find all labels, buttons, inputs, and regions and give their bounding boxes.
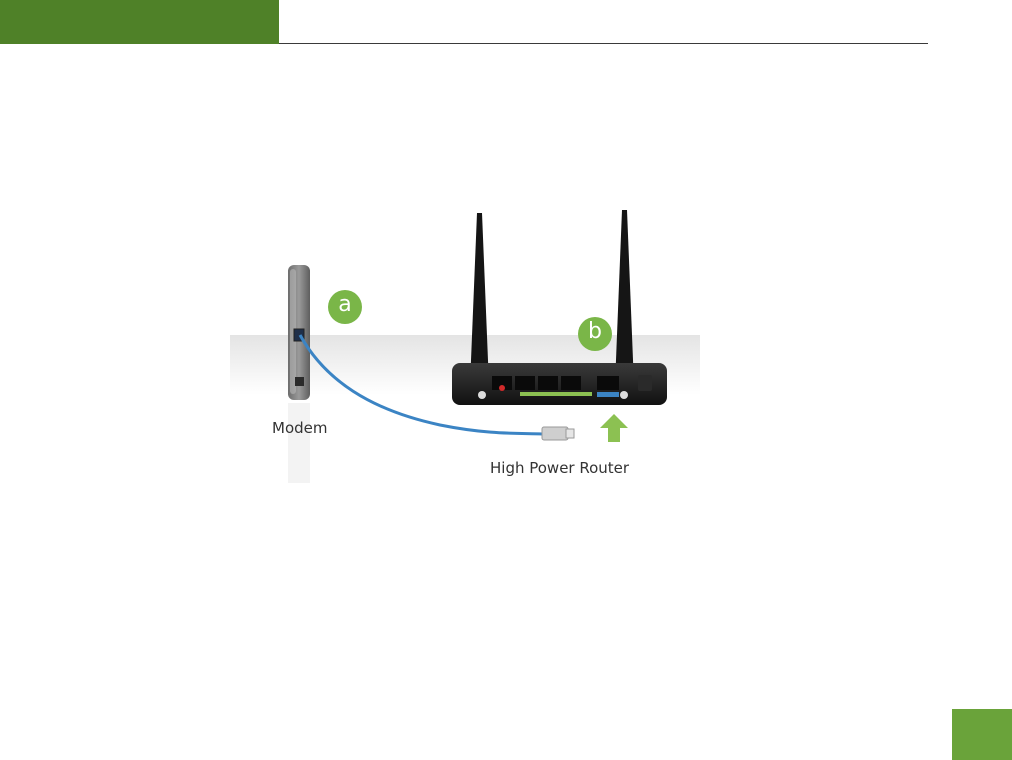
wan-arrow (600, 414, 628, 442)
router-device (452, 363, 667, 405)
step-a-badge: a (328, 290, 362, 324)
header-tab (0, 0, 279, 44)
modem-label: Modem (272, 419, 327, 437)
page-marker (952, 709, 1012, 760)
header-rule (279, 43, 928, 44)
modem-device (288, 265, 310, 483)
router-label: High Power Router (490, 459, 629, 477)
ethernet-plug (542, 427, 574, 440)
diagram-graphic (230, 205, 700, 495)
connection-diagram: a b Modem High Power Router (230, 205, 700, 495)
step-b-badge: b (578, 317, 612, 351)
